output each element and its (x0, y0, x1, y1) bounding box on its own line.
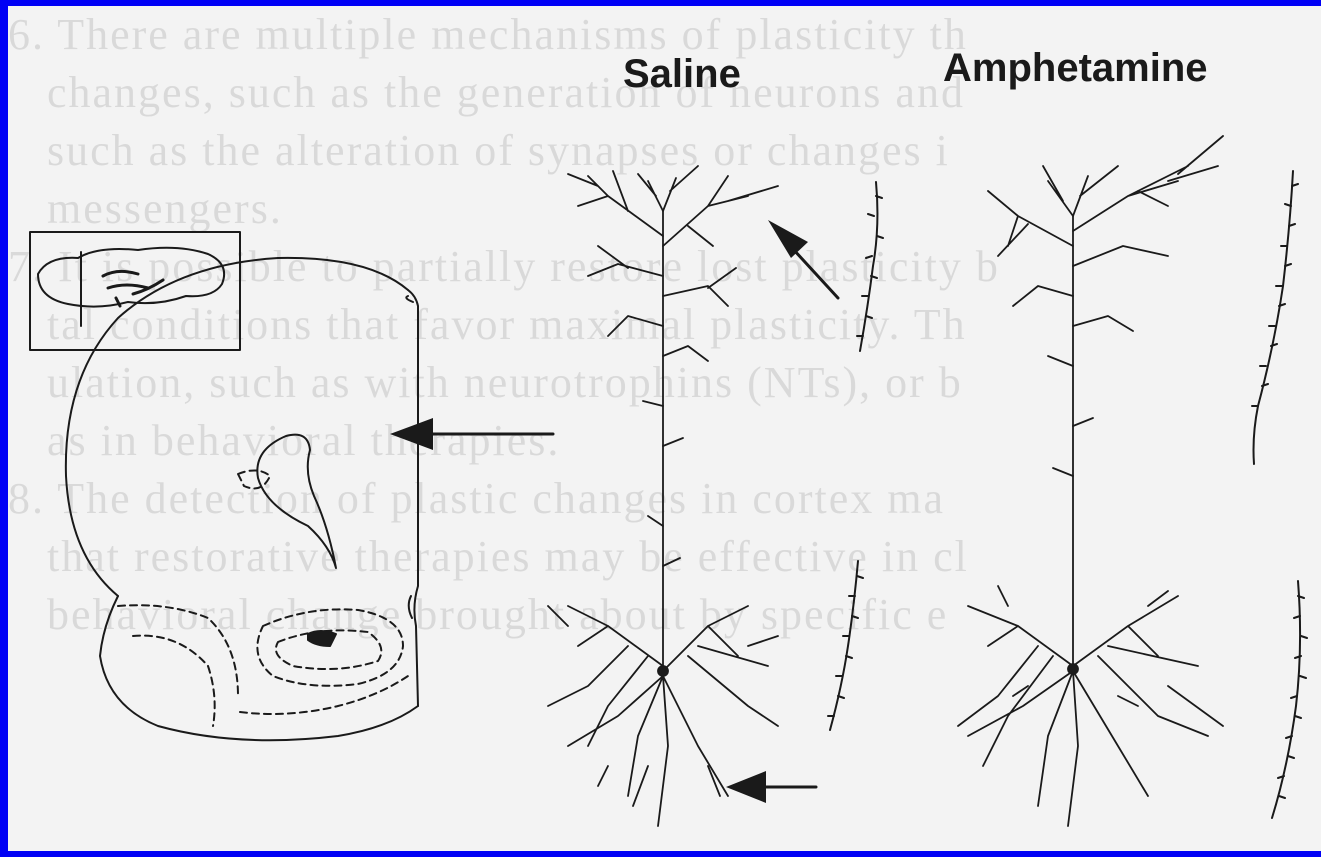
arrow-saline-basal (726, 771, 816, 803)
label-amphetamine: Amphetamine (943, 46, 1208, 91)
saline-dendrite-segments (828, 182, 883, 730)
arrow-left-brain (390, 418, 553, 450)
brain-section-outline (66, 258, 418, 740)
amphetamine-neuron (958, 136, 1223, 826)
saline-neuron (548, 166, 778, 826)
arrow-saline-apical (768, 220, 838, 298)
neuron-diagram (8, 6, 1321, 851)
amphetamine-dendrite-segments (1252, 171, 1307, 818)
inset-brain-box (30, 232, 240, 350)
label-saline: Saline (623, 52, 741, 97)
figure-panel: 6. There are multiple mechanisms of plas… (8, 6, 1321, 851)
